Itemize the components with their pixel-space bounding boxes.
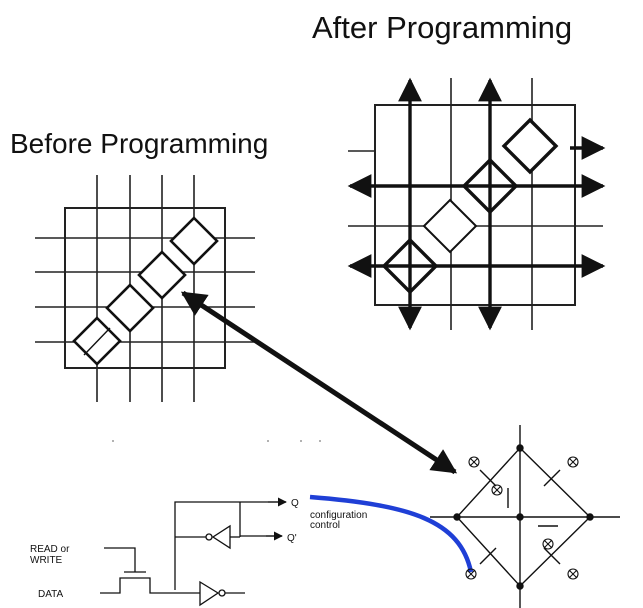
config-label-line2: control bbox=[310, 520, 340, 531]
faint-dots bbox=[112, 440, 321, 442]
read-write-label-line2: WRITE bbox=[30, 555, 63, 566]
read-write-label-line1: READ or bbox=[30, 544, 70, 555]
after-switch-crossings bbox=[384, 160, 516, 292]
after-programming-grid bbox=[348, 78, 603, 330]
after-routed-tracks bbox=[347, 77, 606, 331]
q-label: Q bbox=[291, 498, 299, 509]
after-programming-title: After Programming bbox=[312, 10, 573, 45]
sram-cell-circuit bbox=[100, 497, 287, 607]
data-label: DATA bbox=[38, 589, 64, 600]
configuration-control-wire bbox=[309, 494, 474, 573]
config-cell-marks bbox=[465, 456, 579, 580]
routing-switch bbox=[430, 425, 620, 608]
before-switch-diagonals bbox=[83, 327, 111, 356]
q-bar-label: Q' bbox=[287, 533, 297, 544]
before-programming-grid bbox=[35, 175, 255, 402]
config-label-line1: configuration bbox=[310, 510, 367, 521]
zoom-arrow bbox=[180, 290, 458, 475]
before-programming-title: Before Programming bbox=[10, 128, 269, 159]
